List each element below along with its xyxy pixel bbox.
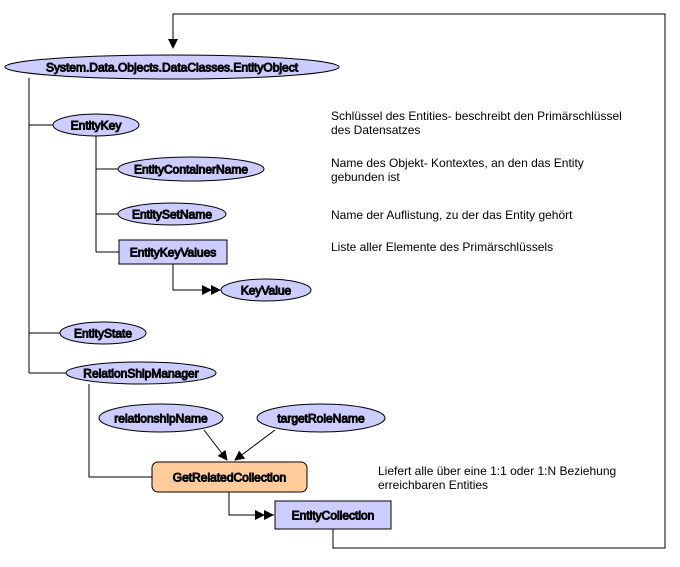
key-value-label: KeyValue — [241, 284, 292, 298]
entity-object-node[interactable]: System.Data.Objects.DataClasses.EntityOb… — [4, 54, 340, 80]
entity-container-name-label: EntityContainerName — [134, 163, 248, 177]
keyvalue-connector — [172, 264, 221, 295]
relationshipname-arrow — [203, 429, 228, 461]
relationship-name-node[interactable]: relationshipName — [98, 403, 224, 433]
entity-key-description: Schlüssel des Entities- beschreibt den P… — [331, 109, 622, 137]
entity-key-values-label: EntityKeyValues — [130, 246, 217, 260]
get-related-collection-node[interactable]: GetRelatedCollection — [151, 461, 308, 493]
entity-container-name-node[interactable]: EntityContainerName — [117, 156, 265, 182]
manager-to-collection-connector — [88, 384, 152, 478]
entity-set-name-node[interactable]: EntitySetName — [117, 202, 227, 226]
entity-container-name-description: Name des Objekt- Kontextes, an den das E… — [331, 156, 584, 184]
relationship-manager-label: RelationShipManager — [83, 367, 198, 381]
get-related-collection-label: GetRelatedCollection — [173, 471, 286, 485]
collection-result-connector — [228, 492, 274, 520]
entity-state-label: EntityState — [74, 327, 132, 341]
entity-state-node[interactable]: EntityState — [59, 321, 147, 345]
entity-key-values-description: Liste aller Elemente des Primärschlüssel… — [331, 240, 554, 254]
entity-key-label: EntityKey — [71, 119, 122, 133]
entity-collection-node[interactable]: EntityCollection — [274, 500, 392, 530]
targetrolename-arrow — [234, 429, 276, 461]
relationship-name-label: relationshipName — [114, 412, 208, 426]
get-related-collection-description: Liefert alle über eine 1:1 oder 1:N Bezi… — [378, 464, 617, 492]
entity-object-label: System.Data.Objects.DataClasses.EntityOb… — [46, 61, 299, 75]
entity-key-values-node[interactable]: EntityKeyValues — [118, 239, 228, 265]
relationship-manager-node[interactable]: RelationShipManager — [65, 361, 217, 385]
key-value-node[interactable]: KeyValue — [220, 278, 312, 302]
target-role-name-node[interactable]: targetRoleName — [256, 403, 386, 433]
entity-collection-label: EntityCollection — [292, 509, 375, 523]
entity-set-name-description: Name der Auflistung, zu der das Entity g… — [331, 208, 573, 222]
entity-key-node[interactable]: EntityKey — [52, 113, 140, 137]
target-role-name-label: targetRoleName — [277, 412, 365, 426]
loop-connector — [168, 13, 666, 549]
entity-set-name-label: EntitySetName — [132, 208, 212, 222]
